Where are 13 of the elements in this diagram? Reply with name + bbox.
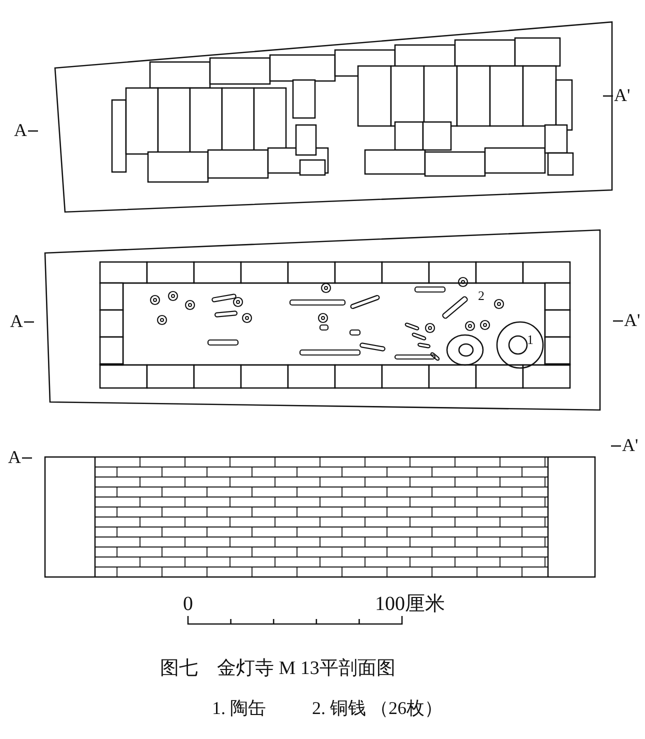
text-label: A' [614,86,630,106]
text-label: 0 [183,593,193,615]
text-label: A [8,448,21,468]
caption: 图七 金灯寺 M 13平剖面图 [160,657,396,681]
text-label: 1. 陶缶 [212,699,266,719]
text-label: A [14,121,27,141]
text-label: 100厘米 [375,593,445,615]
text-label: 1 [527,333,534,348]
text-label: A' [624,311,640,331]
text-label: A [10,312,23,332]
text-label: 2. 铜钱 （26枚） [312,699,442,719]
text-label: A' [622,436,638,456]
text-label: 2 [478,289,484,304]
